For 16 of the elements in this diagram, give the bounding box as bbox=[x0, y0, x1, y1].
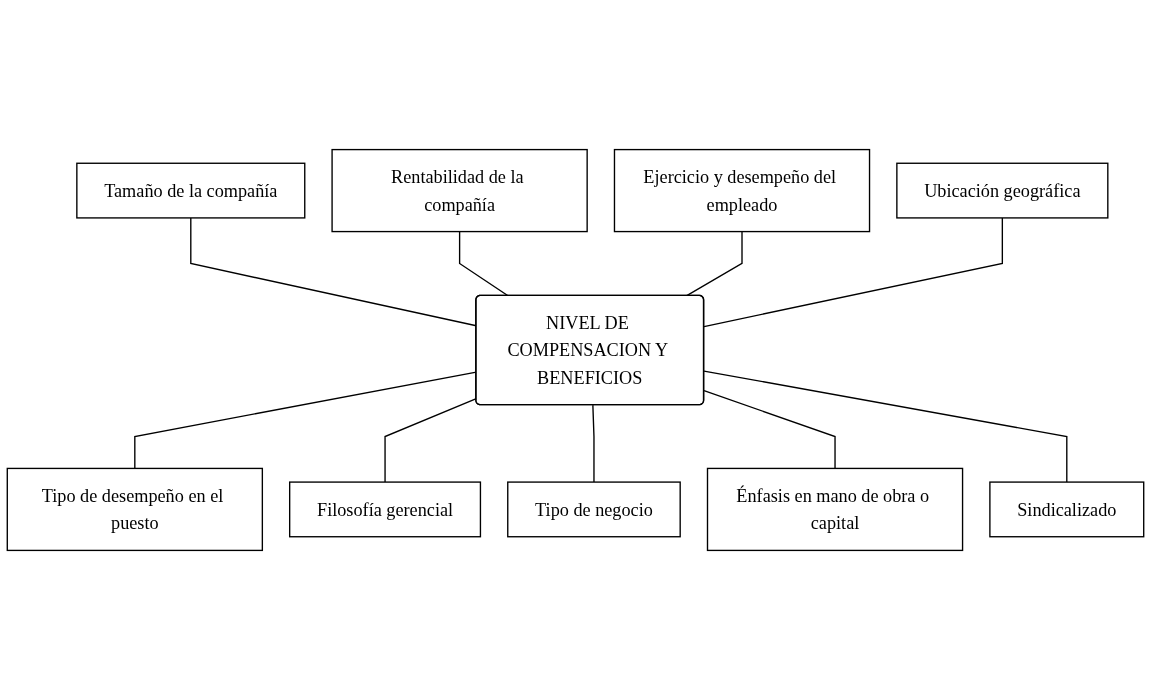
connector bbox=[703, 389, 836, 470]
node-box: Filosofía gerencial bbox=[289, 481, 482, 538]
connector bbox=[458, 230, 509, 297]
connector bbox=[685, 230, 743, 297]
connector bbox=[703, 370, 1068, 483]
node-box: Tipo de desempeño en el puesto bbox=[6, 467, 264, 552]
node-box: Tamaño de la compañía bbox=[76, 162, 306, 219]
node-box: Rentabilidad de la compañía bbox=[331, 148, 588, 233]
node-box: Tipo de negocio bbox=[507, 481, 681, 538]
connector bbox=[703, 217, 1004, 328]
connector bbox=[592, 404, 595, 483]
connector bbox=[384, 397, 477, 483]
node-box: Ubicación geográfica bbox=[896, 162, 1109, 219]
node-box: Ejercicio y desempeño del empleado bbox=[613, 148, 871, 233]
node-box: Sindicalizado bbox=[989, 481, 1145, 538]
node-box: Énfasis en mano de obra o capital bbox=[706, 467, 964, 552]
